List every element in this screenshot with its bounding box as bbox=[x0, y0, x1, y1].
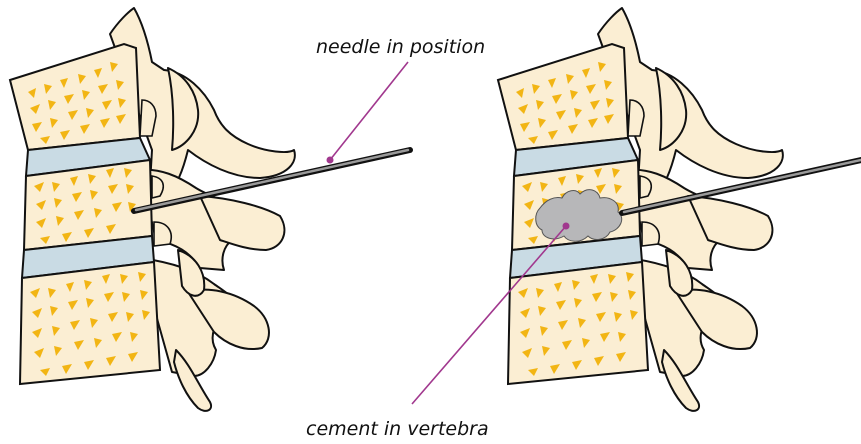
label-needle-in-position: needle in position bbox=[316, 36, 485, 58]
pointer-needle bbox=[330, 62, 408, 160]
pointer-cement-dot bbox=[563, 223, 570, 230]
pointer-needle-dot bbox=[327, 157, 334, 164]
label-cement-in-vertebra: cement in vertebra bbox=[306, 418, 489, 440]
spine-left bbox=[10, 8, 410, 411]
